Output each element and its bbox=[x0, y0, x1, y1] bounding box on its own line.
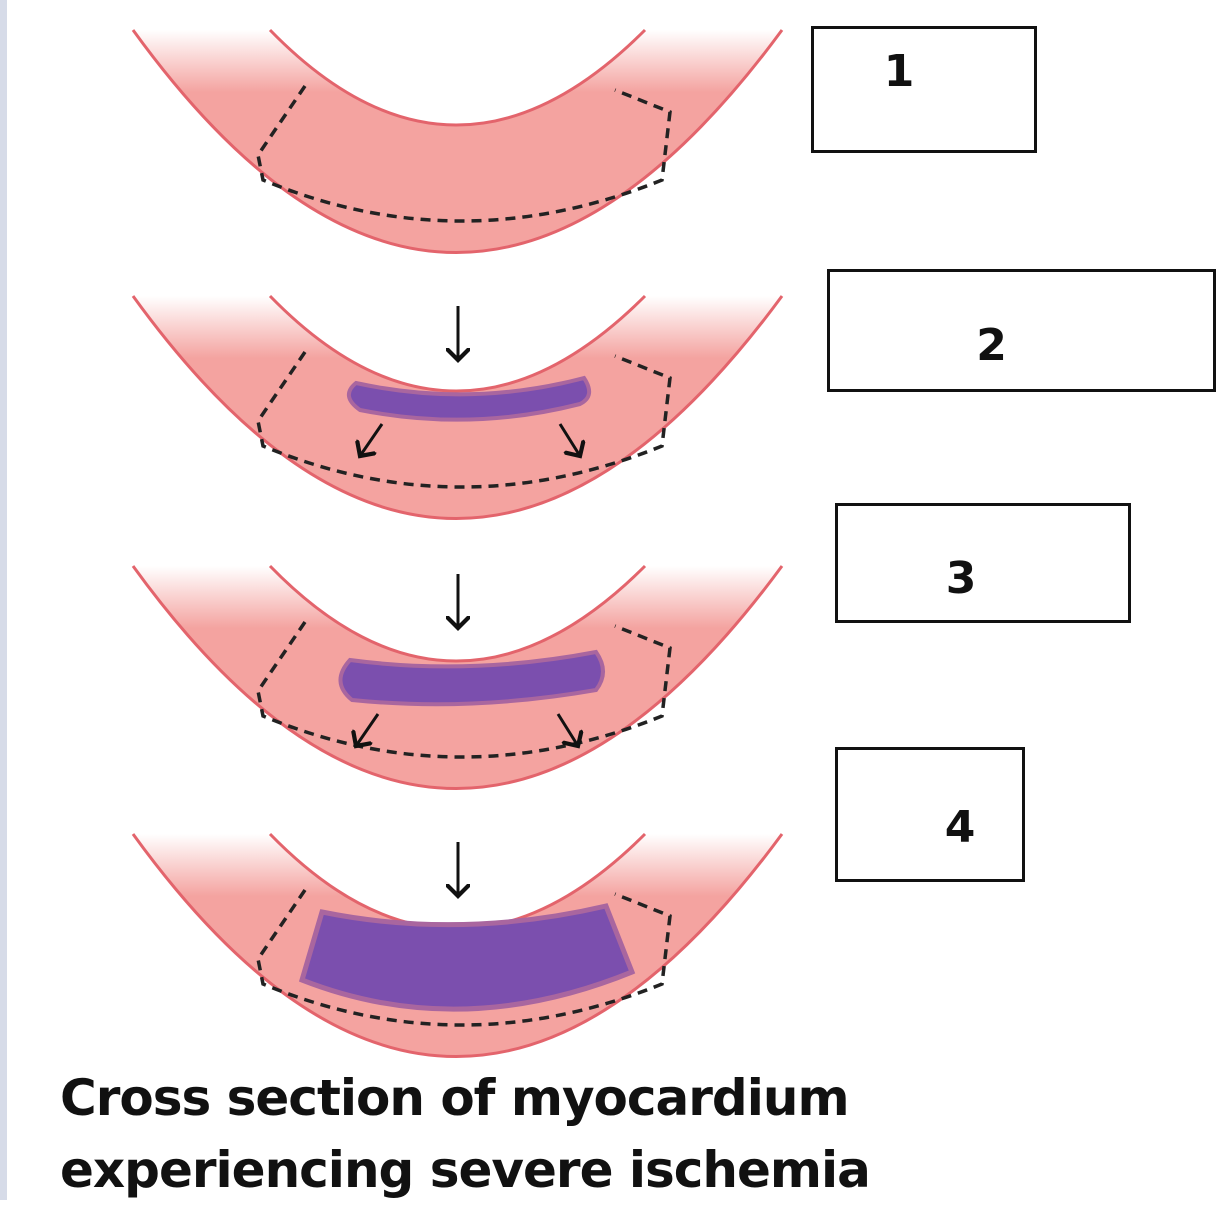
caption-line-2: experiencing severe ischemia bbox=[60, 1141, 871, 1199]
risk-zone-boundary bbox=[256, 351, 672, 489]
caption-line-1: Cross section of myocardium bbox=[60, 1069, 850, 1127]
caption: Cross section of myocardium experiencing… bbox=[60, 1062, 871, 1206]
infarct-zone bbox=[338, 649, 605, 707]
stage-label-3: 3 bbox=[945, 552, 977, 604]
infarct-zone bbox=[347, 375, 592, 422]
stage-label-2: 2 bbox=[976, 320, 1007, 371]
risk-zone-boundary bbox=[256, 85, 672, 223]
risk-zone-boundary bbox=[256, 621, 672, 759]
spread-arrow bbox=[556, 713, 578, 746]
spread-arrow bbox=[356, 713, 380, 746]
risk-zone-boundary bbox=[256, 889, 672, 1027]
spread-arrow bbox=[558, 423, 580, 456]
stage-label-box-3: 3 bbox=[835, 503, 1131, 623]
stage-3 bbox=[131, 564, 784, 790]
stage-2 bbox=[131, 294, 784, 520]
myocardium-diagram bbox=[131, 28, 784, 1058]
stage-label-1: 1 bbox=[883, 46, 915, 97]
spread-arrow bbox=[360, 423, 384, 456]
stage-4 bbox=[131, 832, 784, 1058]
stage-label-4: 4 bbox=[944, 802, 976, 853]
stage-label-box-2: 2 bbox=[827, 269, 1216, 392]
myocardium-wall bbox=[131, 28, 784, 254]
stage-label-box-1: 1 bbox=[811, 26, 1037, 153]
infarct-zone bbox=[298, 903, 636, 1012]
stage-label-box-4: 4 bbox=[835, 747, 1025, 882]
stage-1 bbox=[131, 28, 784, 254]
left-edge-bar bbox=[0, 0, 7, 1200]
